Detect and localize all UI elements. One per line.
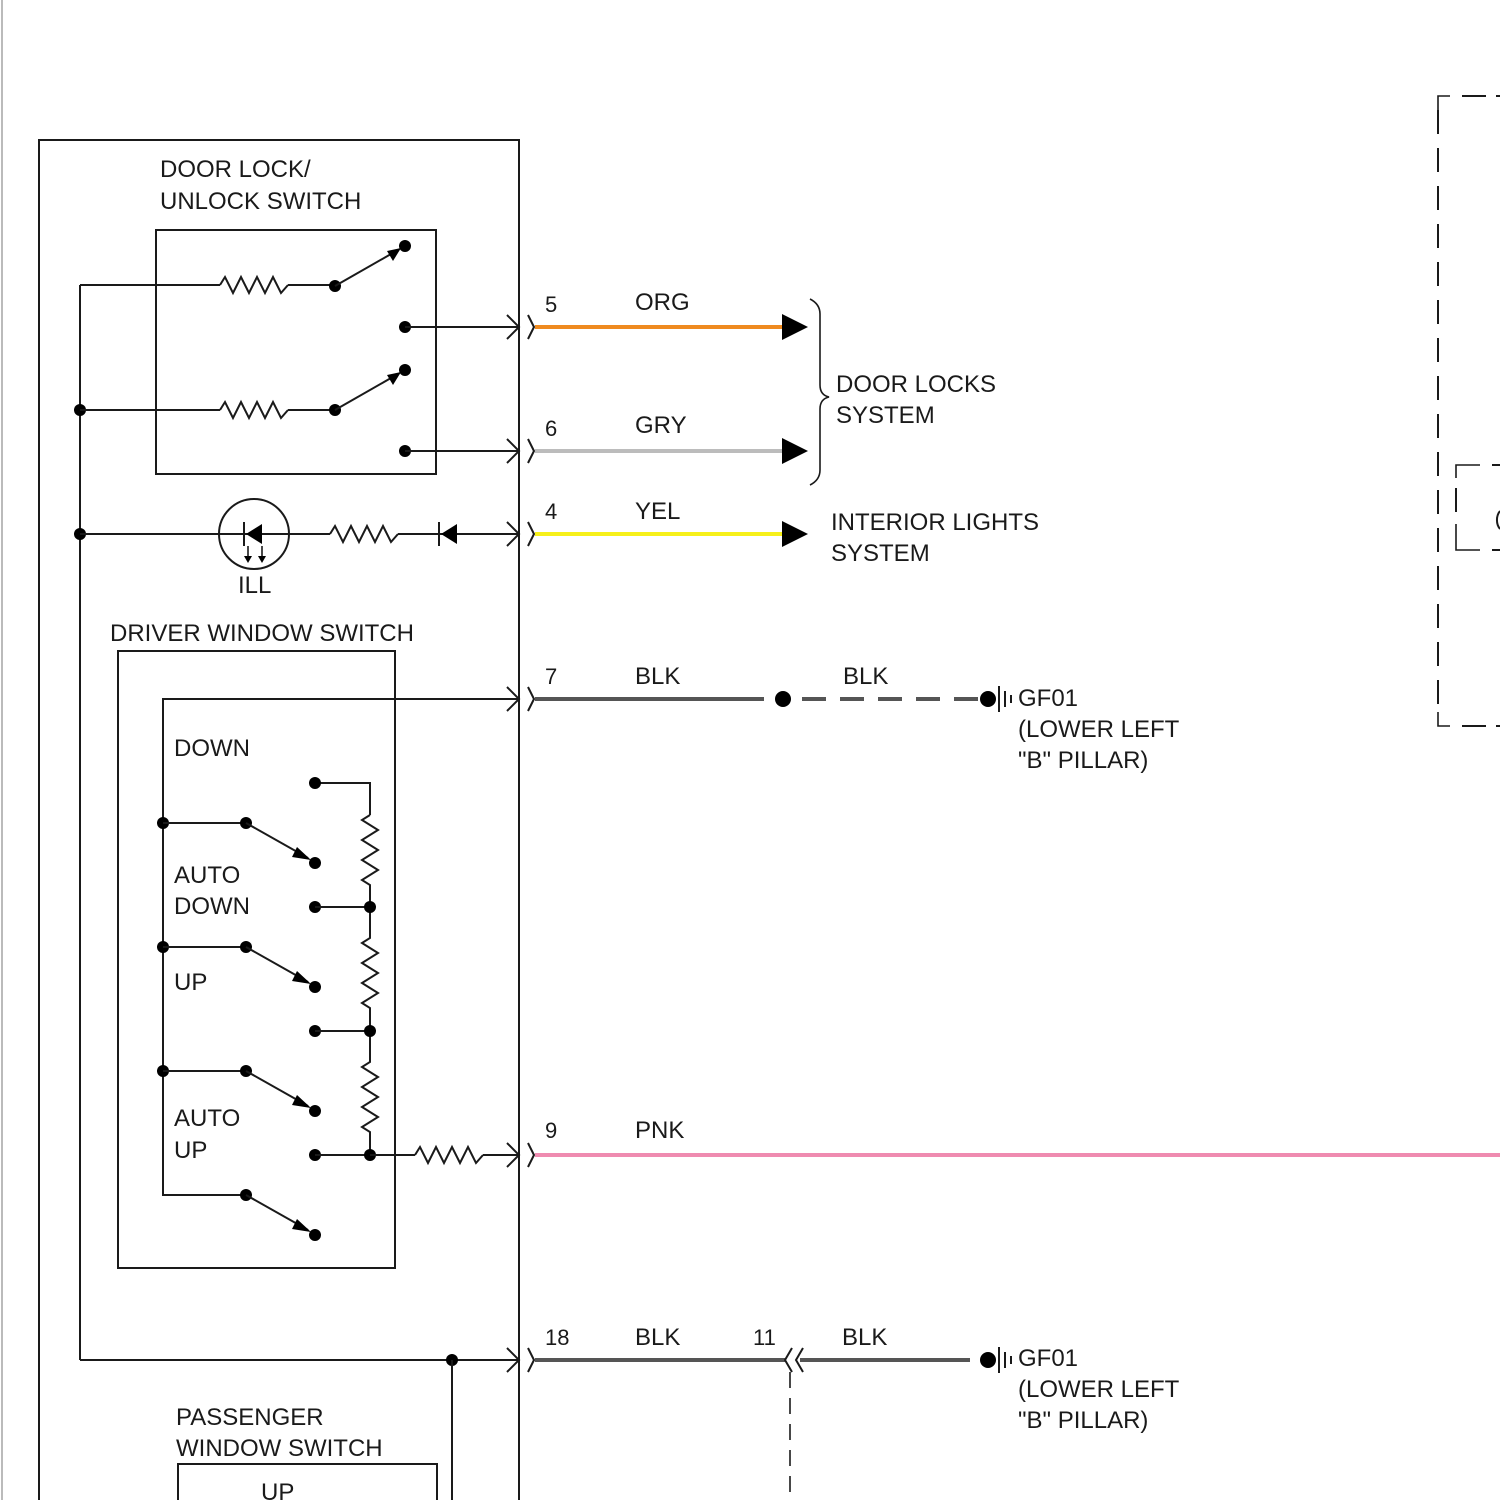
auto-down-label-1: AUTO — [174, 862, 240, 889]
unlock-switch-arrowhead — [387, 372, 401, 385]
lock-switch-contact-a — [399, 240, 411, 252]
module-connectors — [507, 315, 534, 1372]
pin-18-label: 18 — [545, 1325, 569, 1350]
ground-2-location-1: (LOWER LEFT — [1018, 1376, 1180, 1403]
pin-9-label: 9 — [545, 1118, 557, 1143]
arrow-gry — [782, 438, 808, 464]
passenger-up-label: UP — [261, 1479, 294, 1500]
passenger-window-switch-label-2: WINDOW SWITCH — [176, 1435, 383, 1462]
ground-icon-1 — [980, 686, 1011, 712]
wire-pnk-label: PNK — [635, 1117, 684, 1144]
ladder-top-contact — [309, 777, 321, 789]
door-lock-switch-box — [156, 230, 436, 474]
interior-lights-label-2: SYSTEM — [831, 540, 930, 567]
ladder-junction-1 — [364, 901, 376, 913]
ladder-top — [315, 783, 370, 815]
pin-11-label: 11 — [753, 1325, 776, 1350]
led-light-arrowhead-2 — [258, 556, 266, 563]
wire-gry-label: GRY — [635, 412, 687, 439]
sw1-contact — [309, 857, 321, 869]
pin-4-label: 4 — [545, 499, 557, 524]
door-locks-label-1: DOOR LOCKS — [836, 371, 996, 398]
ill-diode-triangle — [441, 524, 457, 544]
interior-lights-label-1: INTERIOR LIGHTS — [831, 509, 1039, 536]
passenger-window-switch-box — [178, 1464, 437, 1500]
wire-blk-7b-label: BLK — [843, 663, 888, 690]
lock-switch-arrowhead — [387, 248, 401, 261]
ladder-resistor-1 — [362, 815, 378, 907]
ladder-output-resistor — [415, 1147, 483, 1163]
ground-icon-2 — [980, 1347, 1011, 1373]
sw2-arrowhead — [292, 971, 311, 984]
down-label: DOWN — [174, 735, 250, 762]
wire-org-label: ORG — [635, 289, 690, 316]
door-locks-brace — [810, 299, 829, 485]
up-label: UP — [174, 969, 207, 996]
ill-label: ILL — [238, 572, 271, 599]
sw4-arrowhead — [292, 1219, 311, 1232]
arrow-org — [782, 314, 808, 340]
module-box — [39, 140, 519, 1500]
door-locks-label-2: SYSTEM — [836, 402, 935, 429]
unlock-switch-contact-a — [399, 364, 411, 376]
ground-2-name: GF01 — [1018, 1345, 1078, 1372]
wire-blk-11-label: BLK — [842, 1324, 887, 1351]
wire-blk-18-label: BLK — [635, 1324, 680, 1351]
unlock-switch-arm — [335, 374, 398, 410]
sw1-arrowhead — [292, 847, 311, 860]
sw4-contact — [309, 1229, 321, 1241]
led-diode-triangle — [246, 524, 262, 544]
right-dashed-component — [1438, 96, 1500, 726]
ground-2-location-2: "B" PILLAR) — [1018, 1407, 1148, 1434]
ladder-junction-2 — [364, 1025, 376, 1037]
wire-blk-7-label: BLK — [635, 663, 680, 690]
auto-up-label-2: UP — [174, 1137, 207, 1164]
ladder-resistor-2 — [362, 907, 378, 1031]
ladder-resistor-3 — [362, 1031, 378, 1155]
lock-resistor — [220, 277, 288, 293]
door-lock-switch-label-2: UNLOCK SWITCH — [160, 188, 361, 215]
sw3-contact — [309, 1105, 321, 1117]
sw3-arrowhead — [292, 1095, 311, 1108]
unlock-resistor — [220, 402, 288, 418]
led-light-arrowhead-1 — [244, 556, 252, 563]
pin-5-label: 5 — [545, 292, 557, 317]
ground-1-name: GF01 — [1018, 685, 1078, 712]
auto-down-label-2: DOWN — [174, 893, 250, 920]
sw2-contact — [309, 981, 321, 993]
auto-up-label-1: AUTO — [174, 1105, 240, 1132]
pin-7-label: 7 — [545, 664, 557, 689]
lock-switch-arm — [335, 250, 398, 286]
ground-1-location-2: "B" PILLAR) — [1018, 747, 1148, 774]
arrow-yel — [782, 521, 808, 547]
splice-dot — [775, 691, 791, 707]
pin-6-label: 6 — [545, 416, 557, 441]
door-lock-switch-label-1: DOOR LOCK/ — [160, 156, 311, 183]
driver-window-switch-box — [118, 651, 395, 1268]
driver-window-switch-label: DRIVER WINDOW SWITCH — [110, 620, 414, 647]
passenger-window-switch-label-1: PASSENGER — [176, 1404, 324, 1431]
ground-1-location-1: (LOWER LEFT — [1018, 716, 1180, 743]
ill-resistor — [330, 526, 398, 542]
wire-yel-label: YEL — [635, 498, 680, 525]
